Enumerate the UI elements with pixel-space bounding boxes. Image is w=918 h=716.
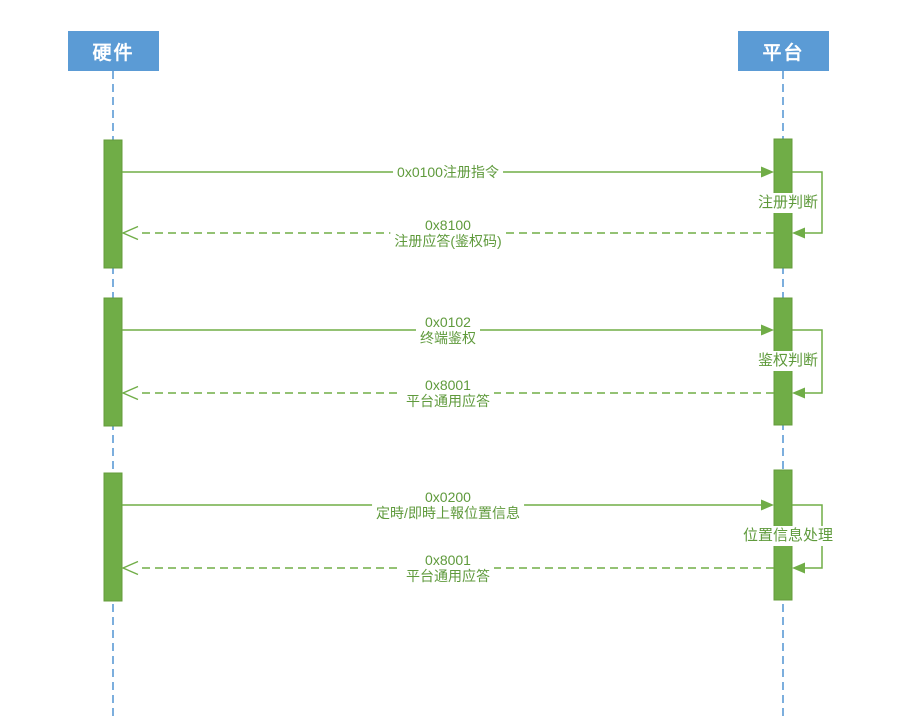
label-register-response-code: 0x8100 (425, 217, 471, 233)
arrowhead-auth-request (761, 324, 774, 336)
label-register-check: 注册判断 (755, 193, 821, 213)
label-register-request: 0x0100注册指令 (393, 164, 503, 180)
open-arrowhead-register-response (121, 225, 139, 241)
activation-bar-hardware-3 (103, 472, 123, 602)
label-register-response: 0x8100 注册应答(鉴权码) (390, 217, 506, 249)
actor-hardware: 硬件 (68, 31, 159, 71)
actor-platform: 平台 (738, 31, 829, 71)
label-location-process: 位置信息处理 (740, 526, 836, 546)
label-register-response-text: 注册应答(鉴权码) (394, 233, 502, 249)
open-arrowhead-auth-response (121, 385, 139, 401)
label-location-report: 0x0200 定時/即時上報位置信息 (372, 489, 524, 521)
label-auth-response-code: 0x8001 (425, 377, 471, 393)
activation-bar-hardware-2 (103, 297, 123, 427)
label-auth-response-text: 平台通用应答 (406, 393, 490, 409)
label-auth-request-code: 0x0102 (425, 314, 471, 330)
open-arrowhead-location-response (121, 560, 139, 576)
arrowhead-register-request (761, 166, 774, 178)
activation-bar-hardware-1 (103, 139, 123, 269)
label-location-report-code: 0x0200 (425, 489, 471, 505)
label-auth-check: 鉴权判断 (755, 351, 821, 371)
label-location-response: 0x8001 平台通用应答 (402, 552, 494, 584)
arrowhead-location-report (761, 499, 774, 511)
label-location-response-code: 0x8001 (425, 552, 471, 568)
self-loop-auth-check (792, 329, 823, 394)
arrowhead-auth-check (792, 387, 805, 399)
label-location-response-text: 平台通用应答 (406, 568, 490, 584)
label-auth-response: 0x8001 平台通用应答 (402, 377, 494, 409)
arrowhead-register-check (792, 227, 805, 239)
label-location-report-text: 定時/即時上報位置信息 (376, 505, 520, 521)
label-auth-request: 0x0102 终端鉴权 (416, 314, 480, 346)
label-auth-request-text: 终端鉴权 (420, 330, 476, 346)
label-register-request-text: 0x0100注册指令 (397, 164, 499, 180)
self-loop-register-check (792, 171, 823, 234)
arrowhead-location-process (792, 562, 805, 574)
